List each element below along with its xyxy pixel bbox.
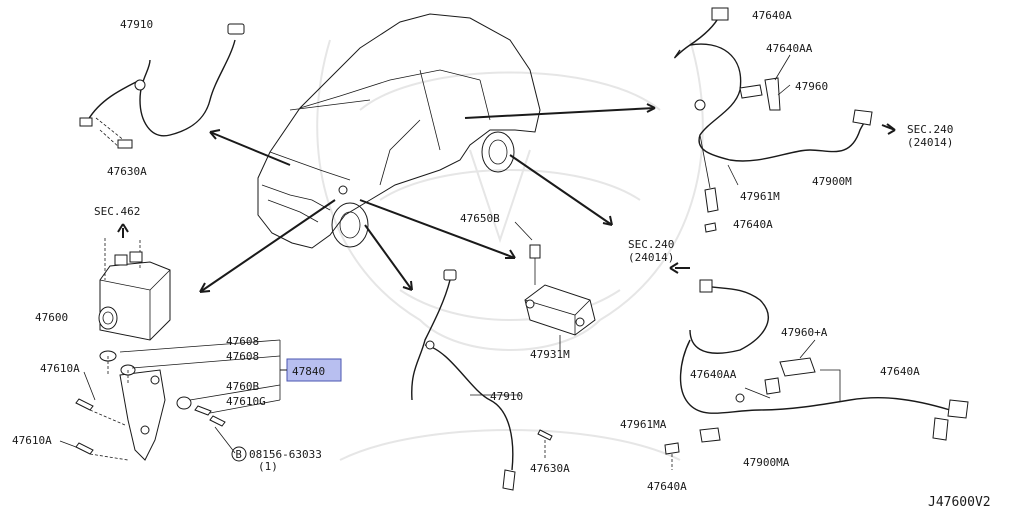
- label-47910-mid[interactable]: 47910: [490, 390, 523, 403]
- center-sensor-wire: [411, 269, 553, 491]
- label-47640a-right[interactable]: 47640A: [880, 365, 920, 378]
- label-47900m[interactable]: 47900M: [812, 175, 852, 188]
- label-sec240-mid[interactable]: SEC.240: [628, 238, 674, 251]
- label-47640aa-bot[interactable]: 47640AA: [690, 368, 737, 381]
- rear-sensor-upper-assembly: [674, 7, 896, 233]
- label-sec240-top[interactable]: SEC.240: [907, 123, 953, 136]
- diagram-code: J47600V2: [928, 495, 991, 510]
- label-47640a-bot[interactable]: 47640A: [647, 480, 687, 493]
- pointer-arrows: [199, 103, 656, 293]
- label-47900ma[interactable]: 47900MA: [743, 456, 790, 469]
- label-47961ma[interactable]: 47961MA: [620, 418, 667, 431]
- label-47610a-left[interactable]: 47610A: [40, 362, 80, 375]
- label-47640aa-top[interactable]: 47640AA: [766, 42, 813, 55]
- vehicle-outline: [257, 13, 541, 249]
- label-47630a-top[interactable]: 47630A: [107, 165, 147, 178]
- label-47960[interactable]: 47960: [795, 80, 828, 93]
- label-47640a-mid[interactable]: 47640A: [733, 218, 773, 231]
- rear-sensor-lower-assembly: [664, 262, 969, 470]
- yaw-rate-sensor-assembly: [514, 221, 596, 350]
- label-47650b[interactable]: 47650B: [460, 212, 500, 225]
- abs-actuator-assembly: [59, 223, 290, 461]
- label-47640a-top[interactable]: 47640A: [752, 9, 792, 22]
- label-4760b[interactable]: 4760B: [226, 380, 259, 393]
- label-47630a-mid[interactable]: 47630A: [530, 462, 570, 475]
- label-sec240-top-sub: (24014): [907, 136, 953, 149]
- label-47610g[interactable]: 47610G: [226, 395, 266, 408]
- label-sec240-mid-sub: (24014): [628, 251, 674, 264]
- label-47840[interactable]: 47840: [292, 365, 325, 378]
- label-47608-b[interactable]: 47608: [226, 350, 259, 363]
- label-sec462[interactable]: SEC.462: [94, 205, 140, 218]
- bolt-marker-circle: [231, 446, 247, 462]
- front-sensor-assembly: [79, 23, 245, 149]
- label-bolt-qty: (1): [258, 460, 278, 473]
- label-47610a-bottom[interactable]: 47610A: [12, 434, 52, 447]
- label-47600[interactable]: 47600: [35, 311, 68, 324]
- label-47931m[interactable]: 47931M: [530, 348, 570, 361]
- label-47961m[interactable]: 47961M: [740, 190, 780, 203]
- label-47608-a[interactable]: 47608: [226, 335, 259, 348]
- label-bolt-code[interactable]: 08156-63033: [249, 448, 322, 461]
- bolt-marker-letter: B: [236, 449, 242, 461]
- label-47960a[interactable]: 47960+A: [781, 326, 828, 339]
- label-47910-top[interactable]: 47910: [120, 18, 153, 31]
